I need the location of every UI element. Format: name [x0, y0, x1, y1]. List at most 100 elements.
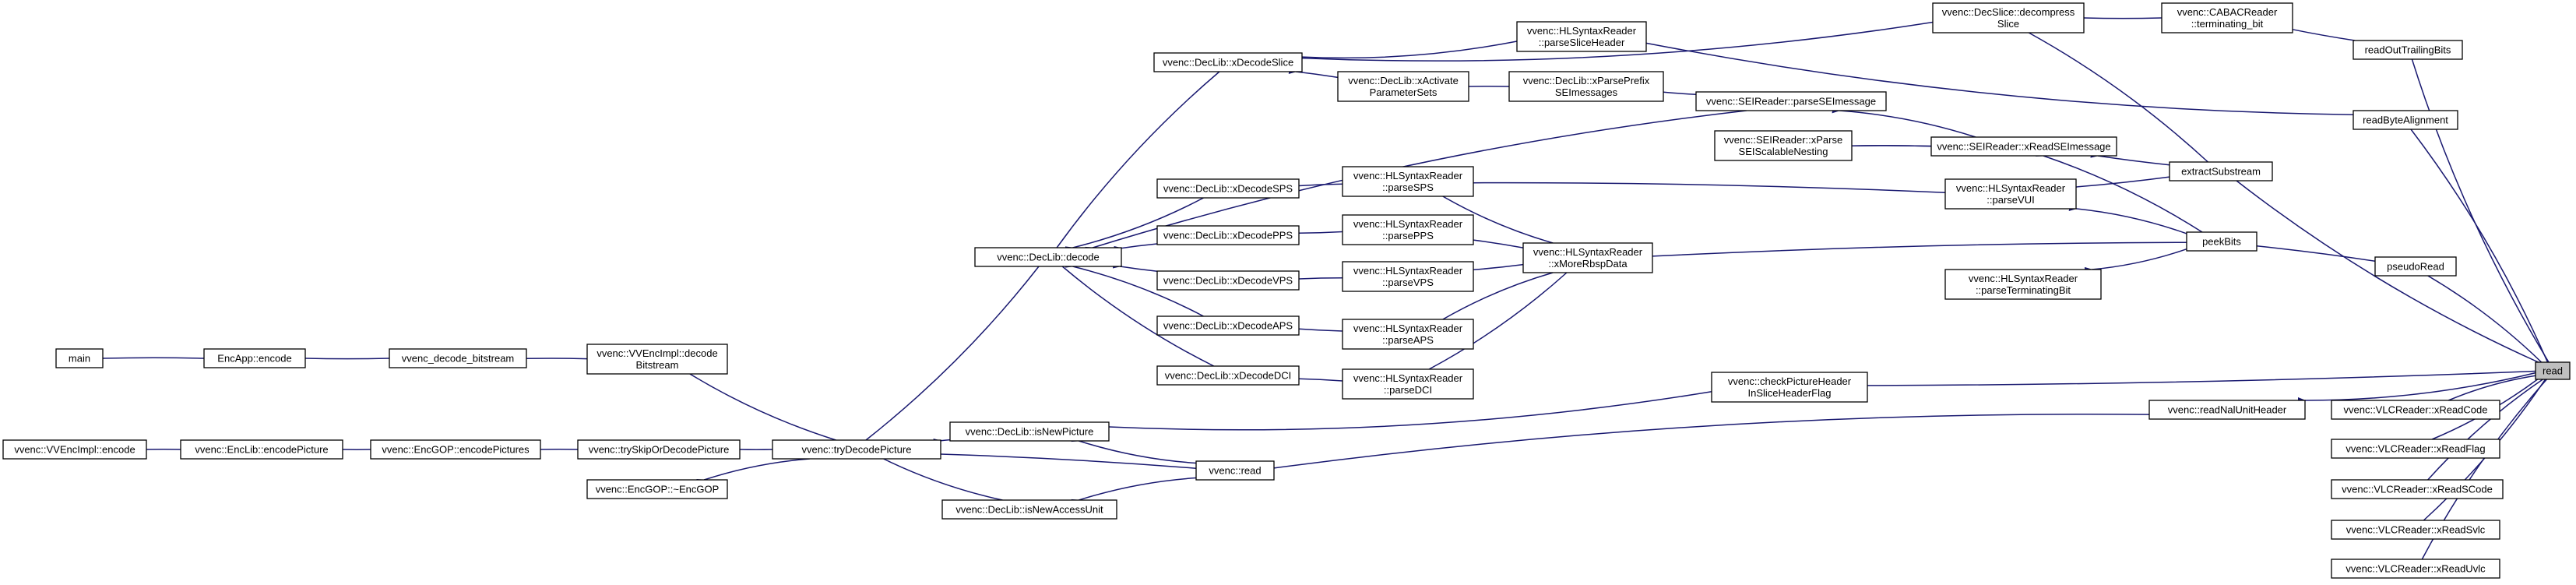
node-box: [1711, 372, 1868, 403]
node-label: vvenc::HLSyntaxReader: [1353, 372, 1463, 384]
node-box: [1156, 178, 1300, 199]
node-xdecodevps[interactable]: vvenc::DecLib::xDecodeVPS: [1156, 270, 1300, 291]
node-label: ParameterSets: [1370, 86, 1438, 98]
node-declib_decode[interactable]: vvenc::DecLib::decode: [974, 247, 1122, 267]
node-xreadflag[interactable]: vvenc::VLCReader::xReadFlag: [2331, 439, 2500, 459]
edge-trydecode-to-declib_decode: [858, 266, 1040, 447]
edge-xdecodesps-to-parsesps: [1291, 183, 1343, 190]
node-readnalunit[interactable]: vvenc::readNalUnitHeader: [2148, 400, 2306, 420]
node-label: ::parseDCI: [1384, 384, 1432, 396]
node-isnewpic[interactable]: vvenc::DecLib::isNewPicture: [949, 421, 1110, 442]
node-encapp[interactable]: EncApp::encode: [203, 348, 306, 368]
node-parsevps[interactable]: vvenc::HLSyntaxReader::parseVPS: [1342, 261, 1474, 292]
node-parsevui[interactable]: vvenc::HLSyntaxReader::parseVUI: [1944, 178, 2077, 210]
node-box: [1153, 52, 1303, 72]
node-label: ::parseVUI: [1987, 194, 2034, 206]
edge-xdecodeslice-to-parsesliceheader: [1294, 41, 1518, 60]
edge-readnalunit-to-read: [2297, 372, 2536, 404]
node-box: [2186, 231, 2258, 252]
node-xreadsei[interactable]: vvenc::SEIReader::xReadSEImessage: [1930, 136, 2117, 157]
node-label: vvenc::CABACReader: [2177, 6, 2278, 18]
node-vvdec[interactable]: vvenc_decode_bitstream: [389, 348, 527, 368]
node-label: vvenc::DecLib::xDecodeVPS: [1163, 275, 1293, 287]
node-box: [1932, 2, 2085, 33]
node-box: [2148, 400, 2306, 420]
edge-isnewau-to-vvenc_read: [1071, 477, 1197, 506]
node-label: vvenc::VLCReader::xReadFlag: [2345, 443, 2485, 455]
node-readouttrailing[interactable]: readOutTrailingBits: [2353, 40, 2463, 60]
node-encgop_dtor[interactable]: vvenc::EncGOP::~EncGOP: [586, 479, 728, 499]
node-vvenc_read[interactable]: vvenc::read: [1195, 460, 1275, 481]
node-parsedci[interactable]: vvenc::HLSyntaxReader::parseDCI: [1342, 368, 1474, 400]
node-xdecodeaps[interactable]: vvenc::DecLib::xDecodeAPS: [1156, 315, 1300, 336]
node-tryskip[interactable]: vvenc::trySkipOrDecodePicture: [577, 439, 741, 460]
node-readbytealign[interactable]: readByteAlignment: [2353, 110, 2458, 130]
node-checkpicheader[interactable]: vvenc::checkPictureHeaderInSliceHeaderFl…: [1711, 372, 1868, 403]
node-vvencimpl_encode[interactable]: vvenc::VVEncImpl::encode: [2, 439, 147, 460]
node-box: [1930, 136, 2117, 157]
node-xdecodedci[interactable]: vvenc::DecLib::xDecodeDCI: [1156, 365, 1300, 386]
node-trydecode[interactable]: vvenc::tryDecodePicture: [772, 439, 941, 460]
node-label: vvenc::EncLib::encodePicture: [195, 444, 328, 456]
node-peekbits[interactable]: peekBits: [2186, 231, 2258, 252]
node-label: vvenc::HLSyntaxReader: [1533, 246, 1643, 258]
node-xdecodesps[interactable]: vvenc::DecLib::xDecodeSPS: [1156, 178, 1300, 199]
node-box: [1508, 71, 1664, 102]
node-label: vvenc::EncGOP::encodePictures: [382, 444, 530, 456]
edge-xparseprefix-to-parsesei: [1656, 88, 1697, 95]
node-label: vvenc::DecSlice::decompress: [1942, 6, 2075, 18]
node-box: [1342, 368, 1474, 400]
node-xmorerbsp[interactable]: vvenc::HLSyntaxReader::xMoreRbspData: [1522, 242, 1653, 273]
node-box: [941, 499, 1117, 520]
edge-extractsub-to-read: [2229, 174, 2539, 363]
edge-declib_decode-to-xdecodeaps: [1065, 261, 1204, 317]
node-label: vvenc::HLSyntaxReader: [1353, 322, 1463, 334]
node-isnewau[interactable]: vvenc::DecLib::isNewAccessUnit: [941, 499, 1117, 520]
node-parseterm[interactable]: vvenc::HLSyntaxReader::parseTerminatingB…: [1944, 269, 2102, 300]
node-parsesps[interactable]: vvenc::HLSyntaxReader::parseSPS: [1342, 166, 1474, 197]
node-box: [2, 439, 147, 460]
node-enclib_encpic[interactable]: vvenc::EncLib::encodePicture: [180, 439, 343, 460]
node-xdecodepps[interactable]: vvenc::DecLib::xDecodePPS: [1156, 225, 1300, 245]
node-label: vvenc_decode_bitstream: [402, 353, 515, 365]
node-label: SEIScalableNesting: [1739, 146, 1828, 157]
edge-xreadscode-to-read: [2420, 379, 2543, 488]
node-parseaps[interactable]: vvenc::HLSyntaxReader::parseAPS: [1342, 319, 1474, 350]
node-box: [1156, 270, 1300, 291]
node-read[interactable]: read: [2535, 361, 2571, 380]
node-box: [586, 344, 728, 375]
node-main[interactable]: main: [55, 348, 104, 368]
node-box: [2353, 40, 2463, 60]
node-xparsesei[interactable]: vvenc::SEIReader::xParseSEIScalableNesti…: [1714, 130, 1853, 161]
node-label: vvenc::VLCReader::xReadSCode: [2342, 484, 2493, 495]
node-xdecodeslice[interactable]: vvenc::DecLib::xDecodeSlice: [1153, 52, 1303, 72]
node-parsepps[interactable]: vvenc::HLSyntaxReader::parsePPS: [1342, 214, 1474, 245]
node-xreadcode[interactable]: vvenc::VLCReader::xReadCode: [2331, 400, 2500, 420]
node-label: vvenc::DecLib::xParsePrefix: [1523, 75, 1650, 86]
node-label: readByteAlignment: [2363, 115, 2448, 126]
node-parsesei[interactable]: vvenc::SEIReader::parseSEImessage: [1695, 91, 1887, 111]
node-box: [1195, 460, 1275, 481]
edge-parseterm-to-peekbits: [2084, 248, 2187, 273]
node-label: vvenc::HLSyntaxReader: [1353, 265, 1463, 277]
node-encgop_encpics[interactable]: vvenc::EncGOP::encodePictures: [370, 439, 541, 460]
node-box: [1342, 166, 1474, 197]
node-box: [2535, 361, 2571, 380]
node-cabac[interactable]: vvenc::CABACReader::terminating_bit: [2161, 2, 2293, 33]
node-xreadsvlc[interactable]: vvenc::VLCReader::xReadSvlc: [2331, 520, 2500, 540]
node-pseudoread[interactable]: pseudoRead: [2374, 256, 2457, 277]
node-label: read: [2543, 365, 2563, 377]
node-xreaduvlc[interactable]: vvenc::VLCReader::xReadUvlc: [2331, 559, 2500, 579]
node-xreadscode[interactable]: vvenc::VLCReader::xReadSCode: [2331, 479, 2504, 499]
node-label: ::parseAPS: [1382, 334, 1434, 346]
node-label: ::parsePPS: [1382, 230, 1434, 241]
node-box: [1695, 91, 1887, 111]
node-extractsub[interactable]: extractSubstream: [2169, 161, 2273, 181]
node-parsesliceheader[interactable]: vvenc::HLSyntaxReader::parseSliceHeader: [1516, 21, 1647, 52]
